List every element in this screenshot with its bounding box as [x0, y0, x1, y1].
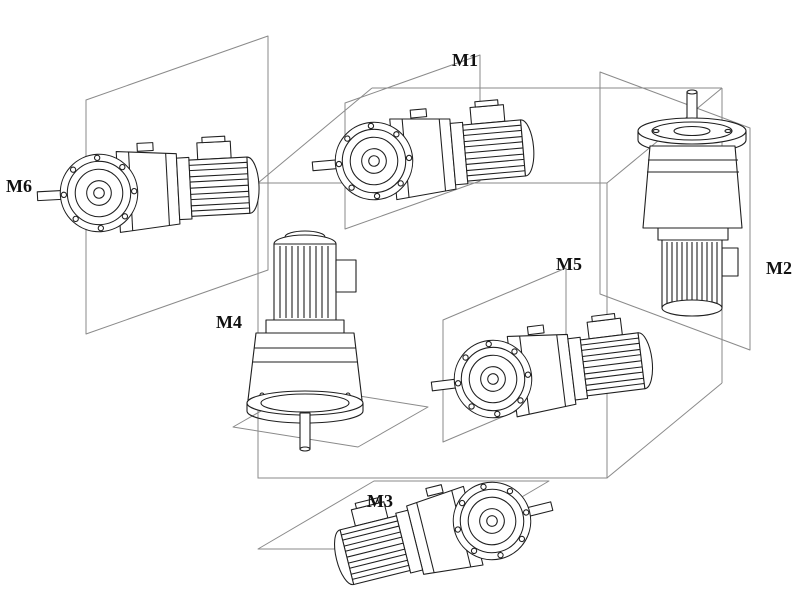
- label-m3: M3: [367, 491, 393, 511]
- plane-m2: [599, 71, 751, 351]
- gearmotors: [34, 89, 747, 600]
- label-m4: M4: [216, 312, 242, 332]
- label-m2: M2: [766, 258, 792, 278]
- position-labels: M1 M2 M3 M4 M5 M6: [6, 50, 792, 511]
- motor-m2-illustration: [637, 89, 747, 317]
- label-m1: M1: [452, 50, 478, 70]
- motor-m4-illustration: [246, 230, 364, 452]
- motor-m3-illustration: [323, 456, 563, 600]
- plane-m6: [85, 35, 269, 335]
- motor-m1-illustration: [307, 96, 538, 208]
- label-m6: M6: [6, 176, 32, 196]
- motor-m6-illustration: [34, 133, 262, 238]
- label-m5: M5: [556, 254, 582, 274]
- motor-m5-illustration: [425, 309, 658, 428]
